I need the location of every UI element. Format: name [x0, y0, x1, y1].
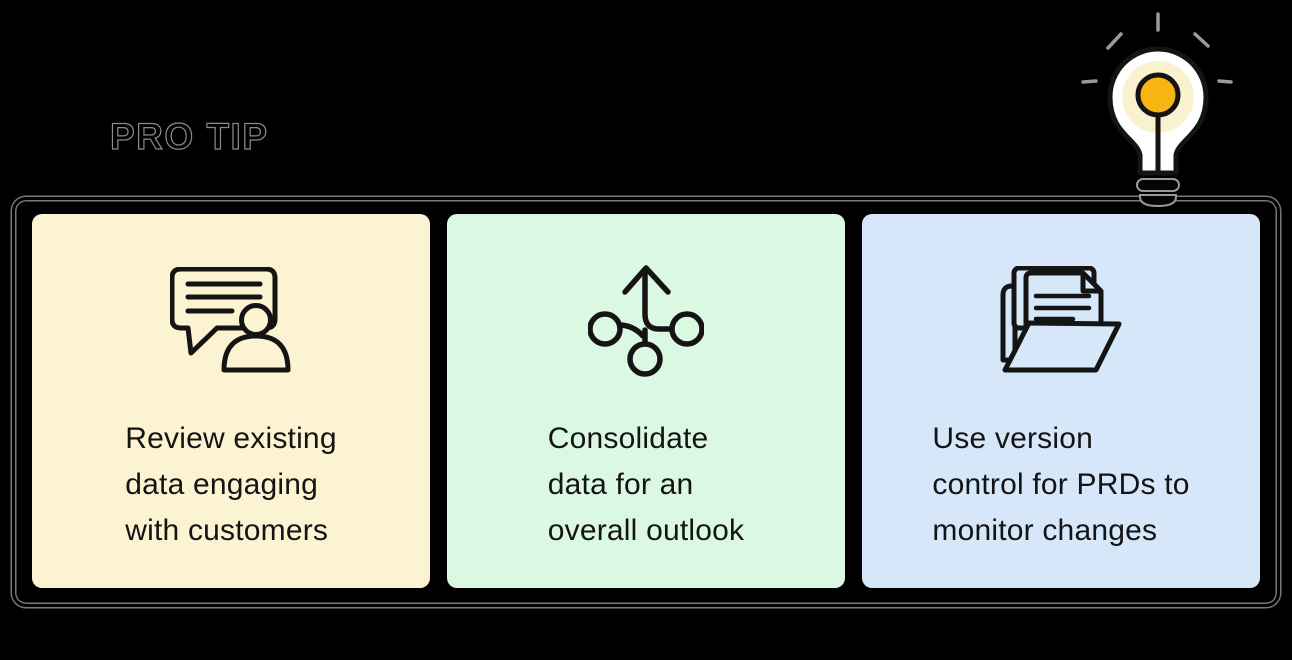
tips-panel: Review existing data engaging with custo…	[12, 197, 1280, 607]
card-review-existing-data: Review existing data engaging with custo…	[32, 214, 430, 588]
card-consolidate-data: Consolidate data for an overall outlook	[447, 214, 845, 588]
card-icon-area	[32, 260, 430, 382]
card-version-control: Use version control for PRDs to monitor …	[862, 214, 1260, 588]
light-rays-icon	[1081, 12, 1233, 84]
card-text: Consolidate data for an overall outlook	[547, 422, 745, 547]
document-corner-fold	[1080, 274, 1100, 294]
customer-chat-icon	[170, 267, 291, 373]
arrow-stem	[642, 269, 674, 332]
pro-tip-heading: PRO TIP	[109, 115, 269, 157]
document-text-lines	[1033, 293, 1091, 322]
card-text: Use version control for PRDs to monitor …	[932, 422, 1190, 547]
bottom-node	[627, 341, 663, 377]
right-node	[669, 311, 704, 347]
card-text: Review existing data engaging with custo…	[125, 422, 337, 547]
bubble-text-lines	[185, 281, 263, 314]
person-head	[239, 303, 273, 337]
speech-bubble	[170, 267, 278, 356]
left-node	[588, 311, 623, 347]
bulb-base-bar	[1136, 178, 1180, 192]
lightbulb-icon	[1081, 12, 1233, 208]
version-control-folder-icon	[1000, 266, 1121, 373]
left-connector	[618, 322, 646, 339]
bulb-filament	[1135, 72, 1181, 118]
card-icon-area	[447, 260, 845, 382]
card-icon-area	[862, 260, 1260, 382]
arrow-head	[622, 265, 671, 295]
folder-front	[1002, 320, 1121, 373]
bulb-base-dome	[1139, 194, 1177, 208]
consolidate-arrows-icon	[588, 265, 704, 377]
person-shoulders	[221, 333, 291, 373]
